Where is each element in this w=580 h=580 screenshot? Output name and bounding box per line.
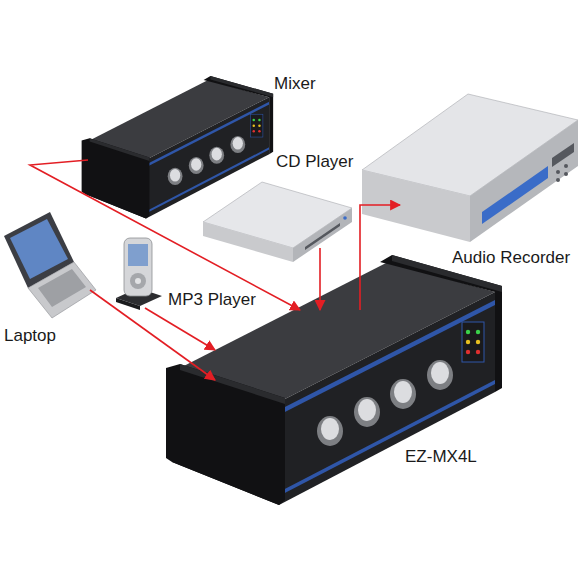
mp3-player-drawing [116, 238, 162, 310]
device-label: MP3 Player [168, 290, 256, 310]
signal-arrow [319, 248, 321, 310]
device: EZ-MX4L [215, 310, 495, 505]
signal-arrow [360, 205, 400, 310]
laptop-drawing [4, 212, 96, 318]
ez-mx4l-drawing [166, 255, 502, 505]
device: MP3 Player [116, 236, 162, 308]
device-label: EZ-MX4L [405, 447, 477, 467]
signal-arrow [145, 308, 215, 350]
device-label: Laptop [4, 326, 56, 346]
cd-player-drawing [203, 182, 352, 262]
signal-arrow [30, 160, 300, 310]
device: Laptop [2, 205, 90, 320]
device: CD Player [210, 190, 350, 248]
device: Audio Recorder [400, 100, 578, 245]
device-label: Audio Recorder [452, 248, 570, 268]
audio-recorder-drawing [362, 94, 578, 242]
device-label: CD Player [276, 152, 353, 172]
device-label: Mixer [274, 74, 316, 94]
device: Mixer [88, 88, 271, 215]
